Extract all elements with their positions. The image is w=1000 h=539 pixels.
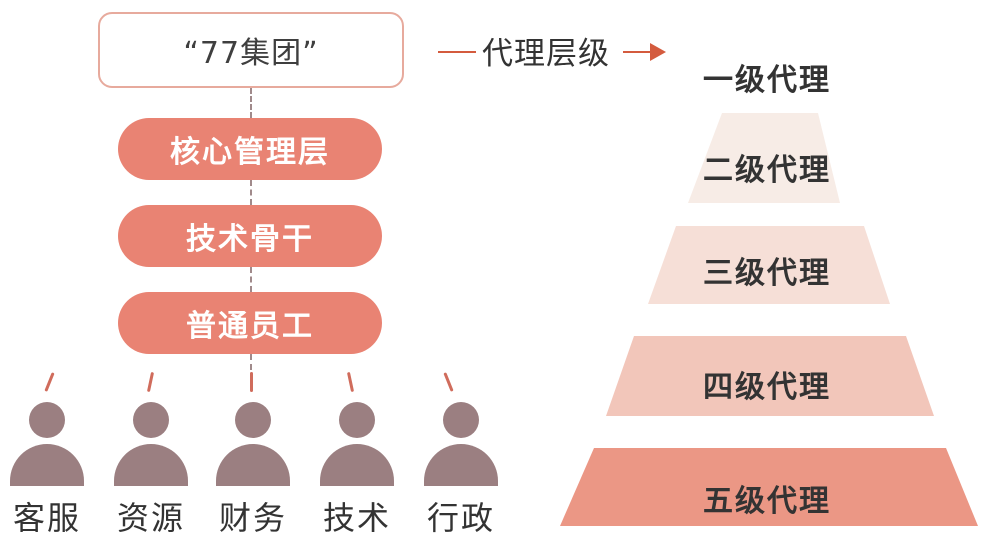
group-node: “77集团” <box>98 12 404 88</box>
level-node-tech-backbone: 技术骨干 <box>118 205 382 267</box>
level-label: 核心管理层 <box>170 135 330 170</box>
connector-line <box>250 88 252 118</box>
person-icon <box>10 402 84 486</box>
pyramid-tier-2 <box>688 113 840 203</box>
group-name: “77集团” <box>183 36 319 71</box>
title-leading-line <box>438 51 476 53</box>
department-label: 技术 <box>322 499 391 537</box>
department-label: 客服 <box>12 499 81 537</box>
person-icon <box>114 402 188 486</box>
department-label: 行政 <box>426 499 495 537</box>
tier-label-3: 三级代理 <box>703 256 831 291</box>
person-icon <box>424 402 498 486</box>
title-arrow-line <box>623 51 651 53</box>
branch-mark <box>146 371 155 393</box>
tier-label-4: 四级代理 <box>703 370 831 405</box>
person-icon <box>320 402 394 486</box>
pyramid-tier-3 <box>648 226 890 304</box>
tier-label-1: 一级代理 <box>703 63 831 98</box>
department-label: 资源 <box>116 499 185 537</box>
branch-mark <box>250 372 253 392</box>
level-node-core-management: 核心管理层 <box>118 118 382 180</box>
level-node-staff: 普通员工 <box>118 292 382 354</box>
connector-line <box>250 267 252 292</box>
pyramid-tier-5 <box>560 448 978 526</box>
branch-mark <box>443 372 454 392</box>
level-label: 普通员工 <box>186 309 314 344</box>
pyramid-tier-4 <box>606 336 934 416</box>
connector-line <box>250 180 252 205</box>
department-label: 财务 <box>218 499 287 537</box>
tier-label-5: 五级代理 <box>703 484 831 519</box>
person-icon <box>216 402 290 486</box>
agent-levels-title: 代理层级 <box>482 36 610 72</box>
agent-pyramid <box>560 113 978 526</box>
branch-mark <box>346 371 355 393</box>
arrow-right-icon <box>650 43 666 61</box>
branch-mark <box>44 372 55 392</box>
level-label: 技术骨干 <box>186 222 314 257</box>
tier-label-2: 二级代理 <box>703 153 831 188</box>
